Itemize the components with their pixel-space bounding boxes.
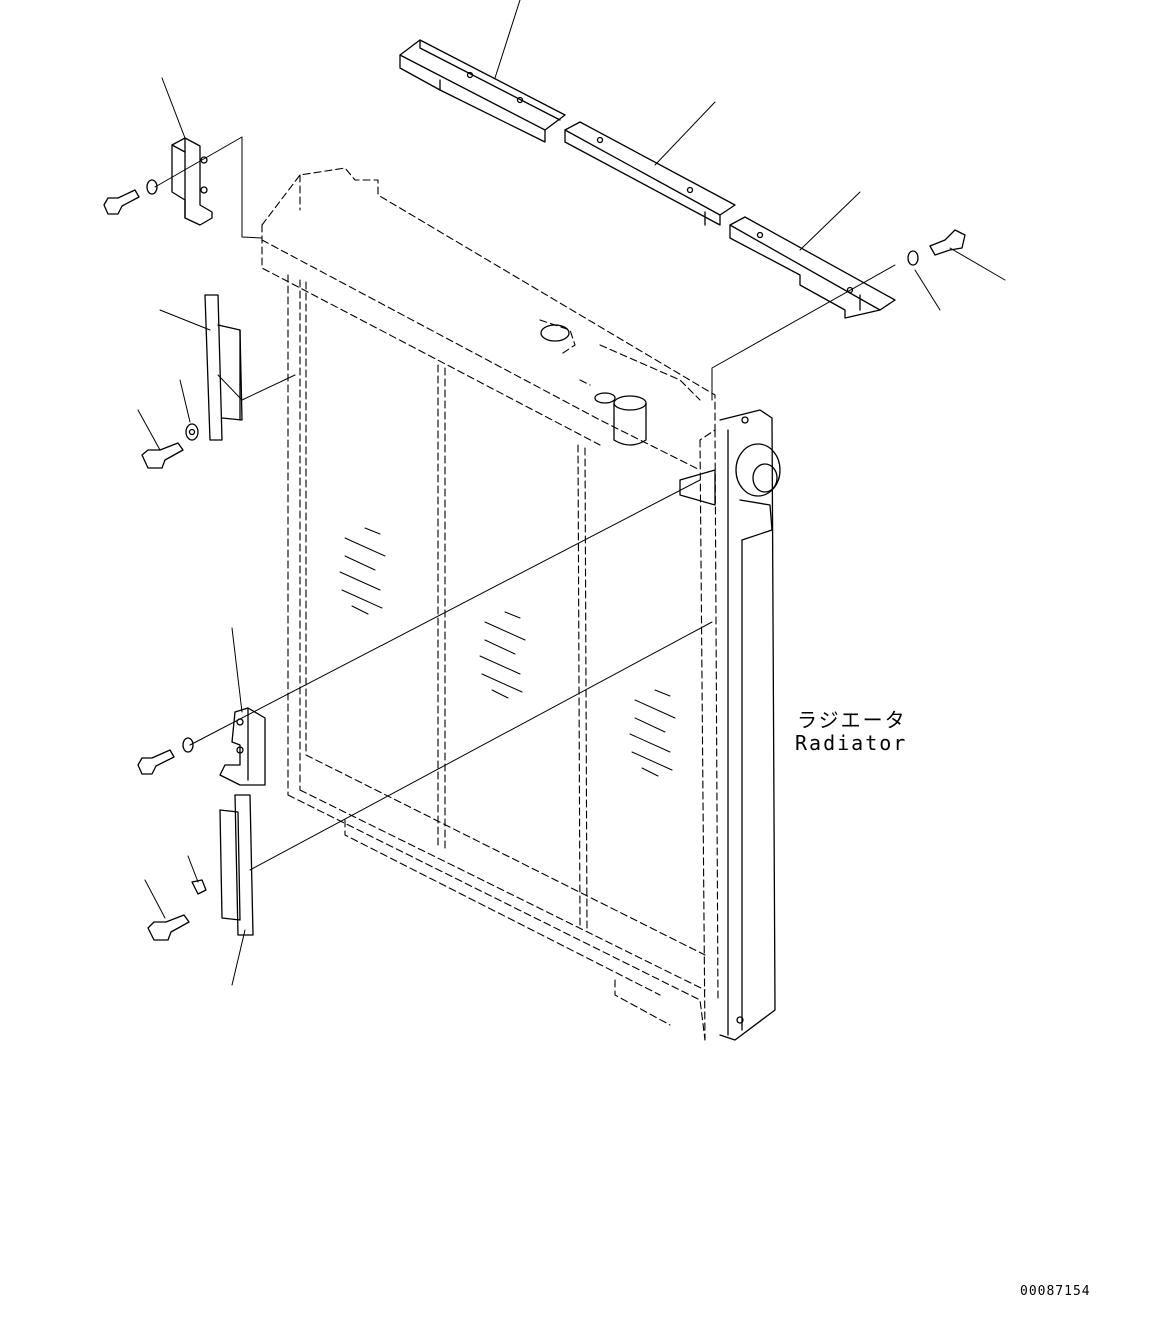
top-cover-1 xyxy=(399,39,566,143)
bolt-side-upper xyxy=(141,423,199,469)
core-hatching xyxy=(339,527,676,777)
bolt-top-right xyxy=(907,229,966,266)
side-plate-upper xyxy=(204,294,243,441)
top-cover-3 xyxy=(729,216,896,319)
lower-left-bracket xyxy=(219,707,266,786)
bolt-upper-left xyxy=(103,179,158,215)
radiator-frame xyxy=(261,167,719,1041)
top-cover-2 xyxy=(564,121,736,226)
side-plate-lower xyxy=(219,794,254,936)
drawing-number: 00087154 xyxy=(1020,1284,1091,1299)
bolt-lower-left xyxy=(137,737,194,775)
bolt-side-lower xyxy=(147,879,207,941)
side-tank xyxy=(679,409,781,1041)
radiator-label-japanese: ラジエータ xyxy=(797,708,907,732)
leader-lines xyxy=(137,0,1006,986)
filler-neck xyxy=(540,324,647,446)
upper-left-bracket xyxy=(171,137,213,226)
radiator-label-english: Radiator xyxy=(795,731,908,755)
